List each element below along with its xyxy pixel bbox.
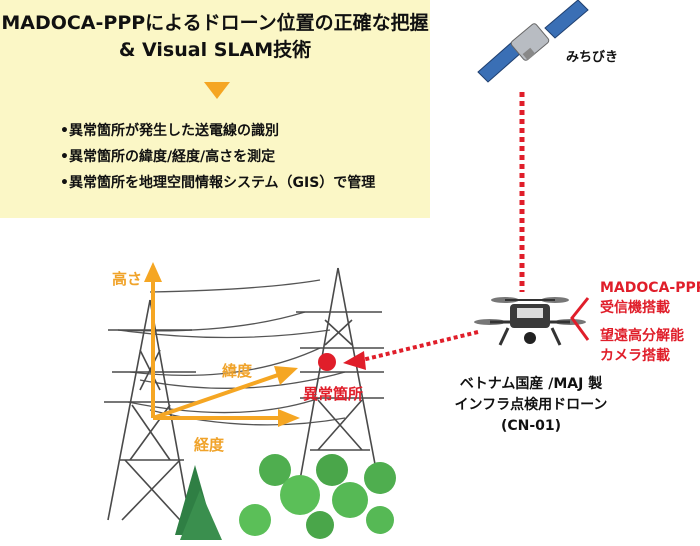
- feature-item: •異常箇所が発生した送電線の識別: [60, 123, 279, 139]
- feature-item: •異常箇所を地理空間情報システム（GIS）で管理: [60, 175, 376, 191]
- latitude-axis-label: 緯度: [222, 362, 253, 380]
- sight-arrow-icon: [343, 351, 366, 370]
- receiver-line-1: MADOCA-PPP: [600, 280, 700, 296]
- left-tower: [104, 299, 196, 521]
- title-line-1: MADOCA-PPPによるドローン位置の正確な把握: [1, 12, 429, 34]
- camera-line-1: 望遠高分解能: [600, 328, 684, 344]
- receiver-bracket: [570, 297, 590, 341]
- latitude-arrow-icon: [274, 366, 298, 385]
- drone-label: ベトナム国産 /MAJ 製 インフラ点検用ドローン (CN-01): [436, 374, 626, 437]
- down-arrow-icon: [204, 82, 230, 99]
- receiver-line-2: 受信機搭載: [600, 300, 670, 316]
- diagram-title: MADOCA-PPPによるドローン位置の正確な把握 & Visual SLAM技…: [0, 10, 430, 64]
- tree-icon: [366, 506, 394, 534]
- feature-list: •異常箇所が発生した送電線の識別 •異常箇所の緯度/経度/高さを測定 •異常箇所…: [60, 118, 375, 196]
- tree-icon: [316, 454, 348, 486]
- title-line-2: & Visual SLAM技術: [118, 39, 312, 61]
- summary-box: MADOCA-PPPによるドローン位置の正確な把握 & Visual SLAM技…: [0, 0, 430, 218]
- drone-line-3: (CN-01): [500, 418, 562, 434]
- coordinate-axes: [144, 262, 300, 427]
- right-tower: [296, 267, 384, 481]
- satellite-icon: [477, 0, 589, 83]
- tree-icon: [364, 462, 396, 494]
- drone-line-1: ベトナム国産 /MAJ 製: [459, 376, 603, 392]
- anomaly-point: [318, 353, 336, 371]
- tree-icon: [332, 482, 368, 518]
- tree-icon: [280, 475, 320, 515]
- camera-line-of-sight: [361, 330, 479, 362]
- latitude-axis: [152, 373, 279, 420]
- tree-icon: [239, 504, 271, 536]
- camera-label: 望遠高分解能 カメラ搭載: [600, 326, 684, 366]
- tree-icon: [306, 511, 334, 539]
- receiver-label: MADOCA-PPP 受信機搭載: [600, 278, 700, 318]
- height-axis-label: 高さ: [112, 270, 143, 288]
- longitude-axis-label: 経度: [194, 436, 225, 454]
- longitude-arrow-icon: [278, 409, 300, 427]
- drone-icon: [474, 297, 586, 346]
- trees: [175, 454, 396, 540]
- anomaly-label: 異常箇所: [303, 385, 364, 403]
- tree-icon: [180, 490, 222, 540]
- camera-line-2: カメラ搭載: [600, 348, 670, 364]
- feature-item: •異常箇所の緯度/経度/高さを測定: [60, 149, 276, 165]
- satellite-label: みちびき: [566, 50, 619, 65]
- tree-icon: [259, 454, 291, 486]
- drone-line-2: インフラ点検用ドローン: [454, 397, 608, 413]
- height-arrow-icon: [144, 262, 162, 282]
